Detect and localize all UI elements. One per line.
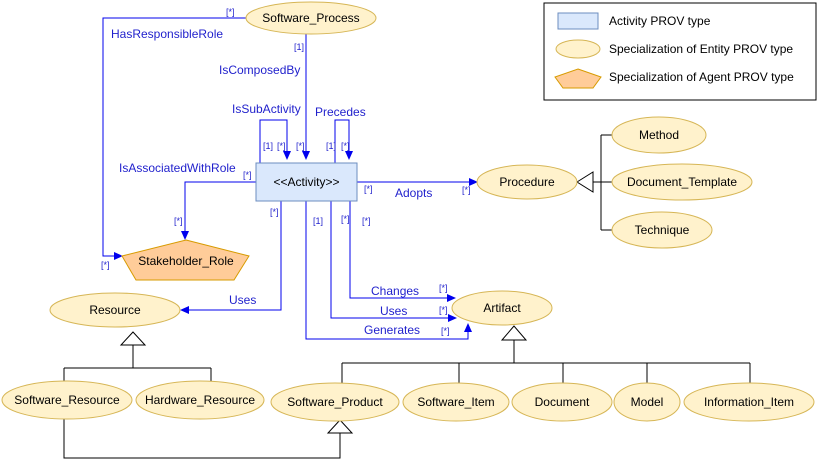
resource-label: Resource — [89, 303, 141, 317]
edge-has-responsible-role — [102, 17, 246, 260]
mult-assoc-role-end: [*] — [174, 216, 183, 226]
node-model[interactable]: Model — [613, 382, 681, 422]
legend-entity-label: Specialization of Entity PROV type — [609, 42, 793, 56]
mult-assoc-activity-end: [*] — [243, 170, 252, 180]
software-product-label: Software_Product — [287, 395, 383, 409]
mult-composed-process-end: [1] — [294, 42, 304, 52]
node-document[interactable]: Document — [511, 382, 613, 422]
label-is-composed-by: IsComposedBy — [219, 63, 300, 77]
node-hardware-resource[interactable]: Hardware_Resource — [135, 380, 265, 420]
node-stakeholder-role[interactable]: Stakeholder_Role — [121, 239, 250, 281]
edge-changes — [349, 201, 456, 302]
hardware-resource-label: Hardware_Resource — [145, 393, 255, 407]
software-resource-to-product-line — [63, 419, 341, 459]
legend-entity-swatch — [555, 39, 601, 59]
procedure-generalization-triangle — [576, 171, 594, 193]
node-resource[interactable]: Resource — [49, 292, 181, 328]
legend-activity-label: Activity PROV type — [609, 14, 711, 28]
label-has-responsible-role: HasResponsibleRole — [111, 27, 223, 41]
multiplicity-labels: [*] [*] [1] [*] [1] [*] [1] [*] [*] [*] … — [101, 7, 471, 336]
legend-activity-swatch — [557, 12, 599, 30]
label-adopts: Adopts — [395, 186, 432, 200]
mult-adopts-procedure-end: [*] — [462, 185, 471, 195]
mult-gen-artifact-end: [*] — [441, 326, 450, 336]
mult-uses-art-activity-end: [*] — [341, 214, 350, 224]
edge-generates — [305, 201, 472, 340]
node-method[interactable]: Method — [611, 116, 707, 154]
mult-changes-activity-end: [*] — [362, 216, 371, 226]
label-generates: Generates — [364, 323, 420, 337]
node-artifact[interactable]: Artifact — [451, 290, 553, 326]
procedure-generalization-lines — [593, 134, 612, 231]
resource-generalization-triangle — [119, 331, 147, 346]
artifact-generalization-lines — [341, 340, 751, 383]
procedure-label: Procedure — [499, 175, 555, 189]
software-product-generalization-triangle — [326, 419, 354, 434]
activity-label: <<Activity>> — [273, 175, 339, 189]
mult-prec-many: [*] — [341, 141, 350, 151]
node-technique[interactable]: Technique — [611, 211, 713, 249]
document-label: Document — [535, 395, 590, 409]
mult-uses-res-activity-end: [*] — [270, 207, 279, 217]
edge-is-associated-with-role — [181, 181, 256, 240]
mult-sub-1: [1] — [263, 141, 273, 151]
resource-generalization-lines — [63, 345, 212, 381]
artifact-generalization-triangle — [500, 325, 528, 341]
legend-agent-swatch — [554, 68, 602, 89]
node-software-product[interactable]: Software_Product — [270, 382, 400, 422]
edge-labels: HasResponsibleRole IsComposedBy IsSubAct… — [111, 27, 432, 337]
document-template-label: Document_Template — [627, 175, 737, 189]
label-is-sub-activity: IsSubActivity — [232, 102, 301, 116]
edge-precedes — [334, 119, 353, 163]
technique-label: Technique — [635, 223, 690, 237]
software-process-label: Software_Process — [262, 11, 359, 25]
node-software-process[interactable]: Software_Process — [245, 1, 377, 35]
legend: Activity PROV type Specialization of Ent… — [543, 2, 817, 101]
mult-prec-1: [1] — [326, 141, 336, 151]
legend-agent-label: Specialization of Agent PROV type — [609, 70, 794, 84]
mult-uses-artifact-end: [*] — [439, 305, 448, 315]
node-information-item[interactable]: Information_Item — [683, 382, 815, 422]
label-uses-artifact: Uses — [380, 304, 407, 318]
software-resource-label: Software_Resource — [14, 393, 120, 407]
mult-hrr-role-end: [*] — [101, 260, 110, 270]
mult-hrr-process-end: [*] — [226, 7, 235, 17]
edge-uses-artifact — [330, 201, 457, 322]
node-software-resource[interactable]: Software_Resource — [1, 380, 133, 420]
mult-adopts-activity-end: [*] — [364, 184, 373, 194]
label-uses-resource: Uses — [229, 293, 256, 307]
stakeholder-role-label: Stakeholder_Role — [138, 254, 234, 268]
mult-sub-many: [*] — [277, 141, 286, 151]
artifact-label: Artifact — [483, 301, 521, 315]
mult-changes-artifact-end: [*] — [439, 283, 448, 293]
generalization-edges — [63, 134, 751, 459]
node-software-item[interactable]: Software_Item — [402, 382, 510, 422]
software-item-label: Software_Item — [417, 395, 494, 409]
mult-gen-activity-end: [1] — [313, 216, 323, 226]
mult-composed-activity-end: [*] — [296, 141, 305, 151]
node-document-template[interactable]: Document_Template — [611, 163, 753, 201]
association-edges — [102, 17, 478, 340]
information-item-label: Information_Item — [704, 395, 794, 409]
model-label: Model — [631, 395, 664, 409]
method-label: Method — [639, 128, 679, 142]
node-activity[interactable]: <<Activity>> — [255, 162, 358, 202]
node-procedure[interactable]: Procedure — [476, 164, 578, 200]
label-is-associated-with-role: IsAssociatedWithRole — [119, 161, 236, 175]
label-changes: Changes — [371, 284, 419, 298]
edge-uses-resource — [180, 201, 282, 314]
label-precedes: Precedes — [315, 105, 366, 119]
